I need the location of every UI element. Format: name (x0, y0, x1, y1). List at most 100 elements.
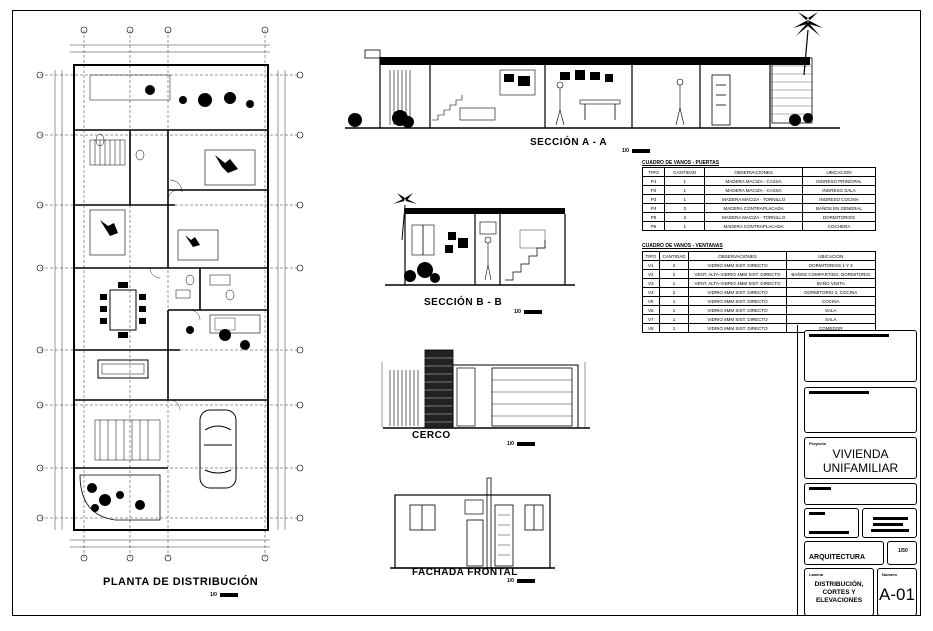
table-cell: BAÑOS EN GENERAL (802, 203, 876, 213)
table-cell: V1 (642, 260, 660, 270)
sheet-description: DISTRIBUCIÓN, CORTES Y ELEVACIONES (805, 581, 873, 605)
project-label: Proyecto (809, 441, 827, 446)
table-cell: MADERA MACIZA - TORNILLO (704, 212, 804, 222)
table-cell: V8 (642, 323, 660, 333)
sheet-number-label: Numero (882, 572, 898, 577)
plan-title: PLANTA DE DISTRIBUCIÓN (103, 576, 259, 588)
table-cell: MADERA CONTRAPLACADA (704, 221, 804, 231)
table-cell: VIDRIO 6MM SIST. DIRECTO (688, 305, 787, 315)
section-a-title: SECCIÓN A - A (530, 137, 608, 148)
section-b-b-drawing (385, 193, 575, 286)
header-cell: TIPO (642, 251, 660, 261)
sheet-desc-line: DISTRIBUCIÓN, (814, 581, 864, 588)
header-cell: TIPO (641, 167, 666, 177)
header-cell: CANTIDAD (658, 251, 690, 261)
sheet-description-cell: Lamina DISTRIBUCIÓN, CORTES Y ELEVACIONE… (804, 568, 874, 616)
table-cell: DORMITORIOS (802, 212, 876, 222)
doors-schedule-title: CUADRO DE VANOS - PUERTAS (642, 160, 720, 166)
header-cell: UBICACION (802, 167, 876, 177)
table-cell: MADERA MACIZA - CASSA (704, 185, 804, 195)
header-cell: OBSERVACIONES (688, 251, 787, 261)
sheet-desc-line: ELEVACIONES (815, 597, 863, 604)
table-cell: V4 (642, 287, 660, 297)
specialty-label: ARQUITECTURA (809, 554, 865, 561)
specialty-cell: ARQUITECTURA (804, 541, 884, 565)
table-cell: MADERA CONTRAPLACADA (704, 203, 804, 213)
table-cell: VIDRIO 6MM SIST. DIRECTO (688, 323, 787, 333)
title-block (797, 325, 922, 616)
table-cell: 1 (658, 296, 690, 306)
table-cell: V6 (642, 305, 660, 315)
table-cell: COCHERA (802, 221, 876, 231)
table-cell: P6 (641, 221, 666, 231)
sheet-number: A-01 (879, 585, 915, 604)
title-block-cell (804, 483, 917, 505)
project-cell: Proyecto VIVIENDA UNIFAMILIAR (804, 437, 917, 479)
table-cell: VENT. ALTA-VIDRIO 4MM SIST. DIRECTO (688, 269, 787, 279)
title-block-cell (862, 508, 917, 538)
table-cell: P4 (641, 203, 666, 213)
table-cell: 1 (658, 323, 690, 333)
sheet-number-cell: Numero A-01 (877, 568, 917, 616)
scale-cell: 1/50 (887, 541, 917, 565)
sheet-border (12, 10, 921, 616)
table-cell: 1 (658, 278, 690, 288)
windows-header-row: TIPO CANTIDAD OBSERVACIONES UBICACION (642, 251, 877, 261)
windows-schedule-title: CUADRO DE VANOS - VENTANAS (642, 243, 723, 249)
table-cell: 1 (664, 221, 706, 231)
table-cell: SALA (785, 314, 877, 324)
section-a-scale: 1/0 (622, 148, 650, 154)
table-cell: INGRESO PRINCIPAL (802, 176, 876, 186)
header-cell: OBSERVACIONES (704, 167, 804, 177)
facade-title: FACHADA FRONTAL (412, 567, 518, 578)
table-cell: P5 (641, 212, 666, 222)
sheet-desc-line: CORTES Y (822, 589, 856, 596)
table-cell: 1 (658, 305, 690, 315)
table-cell: DORMITORIOS 1 Y 3 (785, 260, 877, 270)
sheet-scale: 1/50 (898, 548, 908, 554)
title-block-cell (804, 387, 917, 433)
table-cell: 2 (658, 269, 690, 279)
section-b-scale: 1/0 (514, 309, 542, 315)
table-cell: V7 (642, 314, 660, 324)
title-block-cell (804, 330, 917, 382)
fence-scale: 1/0 (507, 441, 535, 447)
table-cell: 2 (658, 260, 690, 270)
table-cell: 1 (664, 185, 706, 195)
facade-scale: 1/0 (507, 578, 535, 584)
table-cell: DORMITORIO 2, COCINA (785, 287, 877, 297)
table-cell: P2 (641, 185, 666, 195)
sheet-label: Lamina (809, 572, 824, 577)
table-cell: V2 (642, 269, 660, 279)
table-cell: 2 (658, 287, 690, 297)
plan-scale: 1/0 (210, 592, 238, 598)
fence-drawing (381, 349, 590, 429)
fence-title: CERCO (412, 430, 451, 441)
table-cell: P1 (641, 176, 666, 186)
table-cell: VIDRIO 6MM SIST. DIRECTO (688, 287, 787, 297)
section-b-title: SECCIÓN B - B (424, 297, 503, 308)
table-cell: INGRESO SALA (802, 185, 876, 195)
header-cell: UBICACION (785, 251, 877, 261)
table-cell: P3 (641, 194, 666, 204)
table-cell: INGRESO COCINA (802, 194, 876, 204)
table-cell: V5 (642, 296, 660, 306)
table-cell: VIDRIO 6MM SIST. DIRECTO (688, 296, 787, 306)
windows-schedule-table: TIPO CANTIDAD OBSERVACIONES UBICACION V1… (642, 251, 877, 333)
facade-drawing (390, 477, 555, 569)
doors-schedule-table: TIPO CANTIDAD OBSERVACIONES UBICACION P1… (641, 167, 876, 231)
table-cell: 3 (664, 203, 706, 213)
table-cell: VIDRIO 6MM SIST. DIRECTO (688, 314, 787, 324)
